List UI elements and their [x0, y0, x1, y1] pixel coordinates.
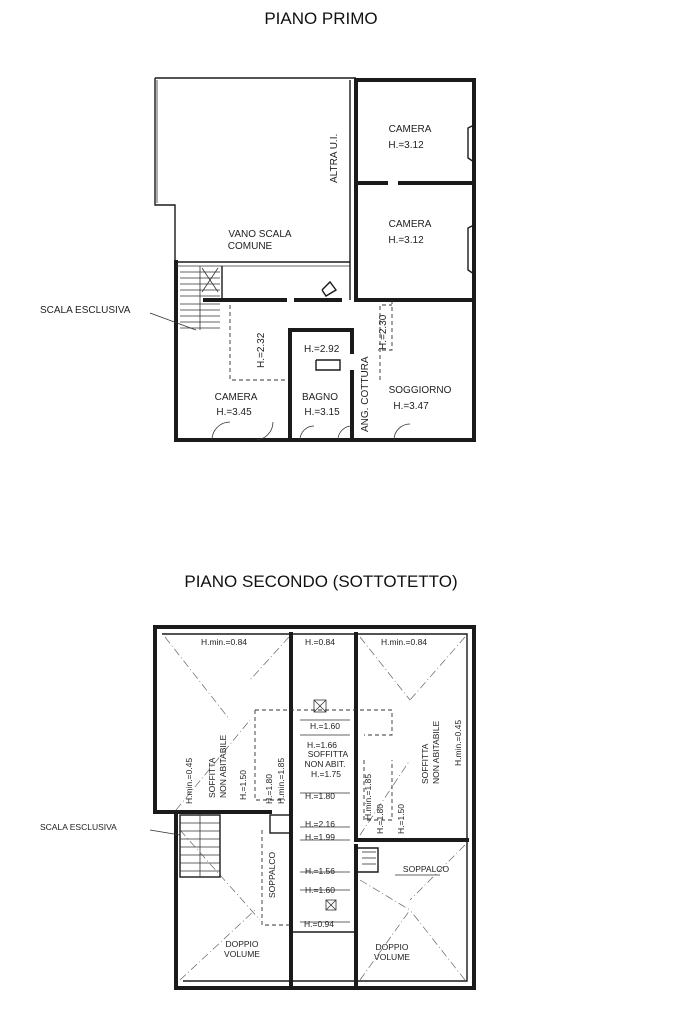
label-doppio-left-1: DOPPIO — [225, 939, 258, 949]
label-camera-height: H.=3.45 — [216, 407, 252, 418]
label-h-156: H.=1.56 — [305, 866, 335, 876]
label-soffitta-left-1: SOFFITTA — [207, 757, 217, 798]
label-h-230: H.=2.30 — [378, 314, 389, 350]
label-camera-top-1: CAMERA — [389, 124, 432, 135]
label-altra-ui: ALTRA U.I. — [329, 134, 340, 183]
label-soffitta-right-1: SOFFITTA — [420, 743, 430, 784]
label-soffitta-right-2: NON ABITABILE — [431, 721, 441, 784]
label-h-center-top: H.=0.84 — [305, 637, 335, 647]
label-scala-esclusiva-1: SCALA ESCLUSIVA — [40, 305, 131, 316]
label-soffitta-center-1: SOFFITTA — [308, 749, 349, 759]
label-camera-top-1-height: H.=3.12 — [388, 140, 424, 151]
label-doppio-left-2: VOLUME — [224, 949, 260, 959]
label-hmin-045-right: H.min.=0.45 — [453, 720, 463, 766]
second-floor-plan — [149, 625, 476, 990]
first-floor-title: PIANO PRIMO — [264, 9, 377, 28]
label-soggiorno-height: H.=3.47 — [393, 401, 429, 412]
label-h-180-center: H.=1.80 — [305, 791, 335, 801]
label-h-166: H.=1.66 — [307, 740, 337, 750]
first-floor-stairs — [180, 266, 220, 330]
label-ang-cottura: ANG. COTTURA — [360, 356, 371, 432]
label-soggiorno: SOGGIORNO — [389, 385, 452, 396]
label-bagno-height: H.=3.15 — [304, 407, 340, 418]
label-soppalco-left: SOPPALCO — [267, 851, 277, 898]
first-floor-plan — [149, 77, 476, 442]
label-h-199: H.=1.99 — [305, 832, 335, 842]
label-h-160-a: H.=1.60 — [310, 721, 340, 731]
label-h-180-left: H.=1.80 — [264, 774, 274, 804]
label-camera-top-2: CAMERA — [389, 219, 432, 230]
label-h-150-left: H.=1.50 — [238, 770, 248, 800]
label-h-160-b: H.=1.60 — [305, 885, 335, 895]
label-hmin-right: H.min.=0.84 — [381, 637, 427, 647]
label-soffitta-center-2: NON ABIT. — [304, 759, 345, 769]
label-hmin-185-right: H.min.=1.85 — [363, 774, 373, 820]
second-floor-title: PIANO SECONDO (SOTTOTETTO) — [184, 572, 457, 591]
label-bagno: BAGNO — [302, 392, 338, 403]
label-camera-top-2-height: H.=3.12 — [388, 235, 424, 246]
label-soppalco-right: SOPPALCO — [403, 864, 450, 874]
label-doppio-right-1: DOPPIO — [375, 942, 408, 952]
label-h-292: H.=2.92 — [304, 344, 340, 355]
label-h-180-right: H.=1.80 — [375, 804, 385, 834]
label-camera: CAMERA — [215, 392, 258, 403]
label-doppio-right-2: VOLUME — [374, 952, 410, 962]
label-hmin-045-left: H.min.=0.45 — [184, 758, 194, 804]
label-hmin-left: H.min.=0.84 — [201, 637, 247, 647]
label-scala-esclusiva-2: SCALA ESCLUSIVA — [40, 822, 117, 832]
label-vano-scala-1: VANO SCALA — [228, 229, 291, 240]
label-vano-scala-2: COMUNE — [228, 241, 273, 252]
label-h-094: H.=0.94 — [304, 919, 334, 929]
label-h-216: H.=2.16 — [305, 819, 335, 829]
label-hmin-185-left: H.min.=1.85 — [276, 758, 286, 804]
label-h-232: H.=2.32 — [256, 332, 267, 368]
label-h-150-right: H.=1.50 — [396, 804, 406, 834]
second-floor-stairs — [179, 814, 379, 878]
label-h-175: H.=1.75 — [311, 769, 341, 779]
label-soffitta-left-2: NON ABITABILE — [218, 735, 228, 798]
